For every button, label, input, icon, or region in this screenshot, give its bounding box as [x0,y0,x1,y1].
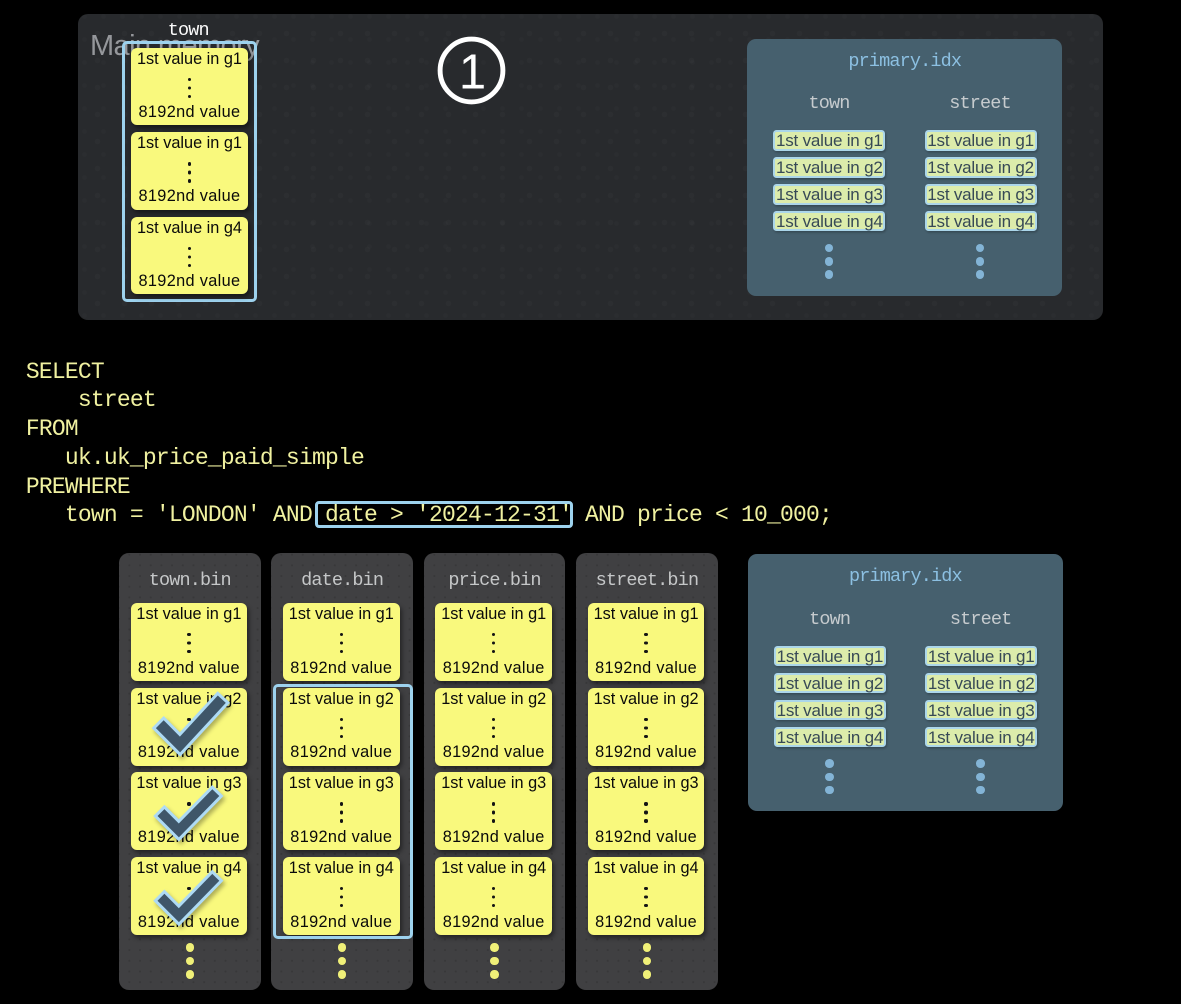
svg-text:1: 1 [459,45,486,99]
